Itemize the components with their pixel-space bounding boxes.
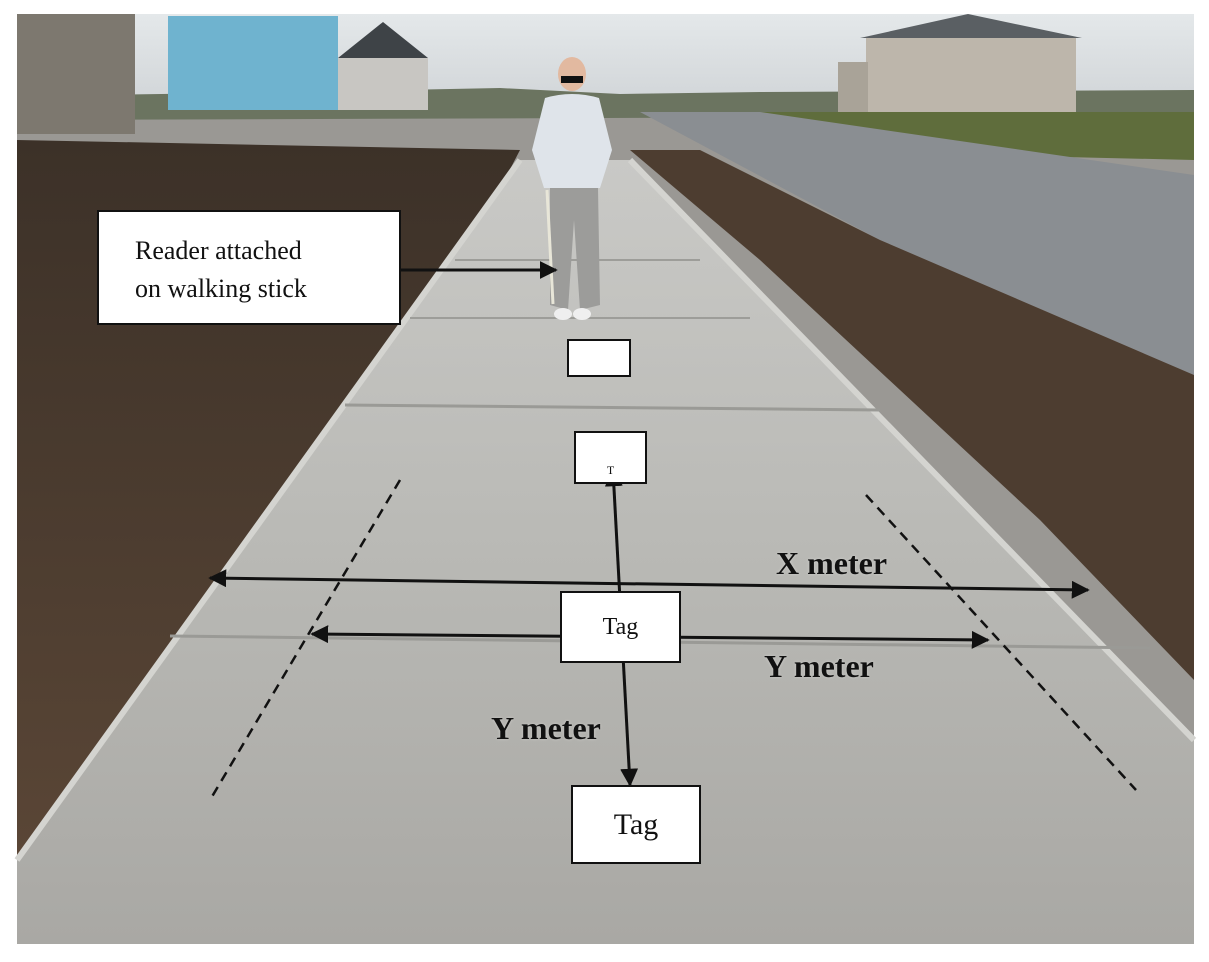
- y-meter-horizontal-label: Y meter: [764, 648, 874, 684]
- person-walking: [532, 57, 612, 320]
- x-meter-arrow: [208, 569, 1090, 599]
- house-right: [838, 14, 1082, 112]
- joint-3: [344, 403, 881, 412]
- tag-box-middle: Tag: [560, 591, 681, 663]
- tag-box-small-label: T: [606, 463, 615, 477]
- sidewalk-edge-left: [14, 158, 523, 862]
- tag-box-middle-label: Tag: [602, 613, 639, 640]
- house-left-blue: [168, 16, 428, 110]
- tag-box-near-person: [567, 339, 631, 377]
- x-meter-label: X meter: [776, 545, 888, 581]
- reader-label-box: Reader attached on walking stick: [97, 210, 401, 325]
- tag-box-bottom-label: Tag: [613, 807, 659, 841]
- soil-right: [630, 150, 1194, 680]
- sidewalk-edge-right: [627, 157, 1197, 743]
- reader-label-line2: on walking stick: [135, 274, 307, 303]
- road: [640, 112, 1194, 375]
- tag-box-small: T: [574, 431, 647, 484]
- house-left-edge: [17, 14, 135, 134]
- dashed-line-left: [208, 479, 402, 801]
- y-meter-vertical-label: Y meter: [491, 710, 601, 746]
- reader-label-line1: Reader attached: [135, 236, 302, 265]
- tag-box-bottom: Tag: [571, 785, 701, 864]
